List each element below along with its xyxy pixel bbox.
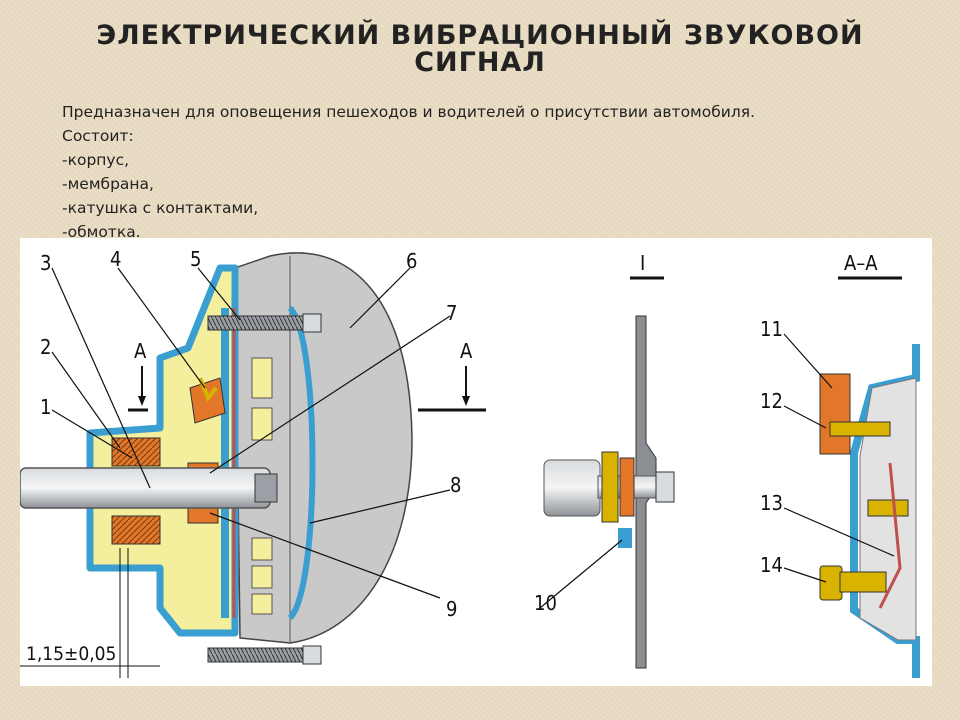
- description-item-housing: -корпус,: [62, 151, 130, 169]
- label-2: 2: [40, 335, 51, 359]
- label-view-aa: А–А: [844, 251, 878, 275]
- label-3: 3: [40, 251, 51, 275]
- description: Предназначен для оповещения пешеходов и …: [62, 100, 922, 244]
- leader-lines: [51, 267, 451, 599]
- section-view-aa: А–А 11 12 13 14: [760, 251, 920, 678]
- slide-title: ЭЛЕКТРИЧЕСКИЙ ВИБРАЦИОННЫЙ ЗВУКОВОЙ СИГН…: [96, 20, 864, 78]
- label-4: 4: [110, 247, 121, 271]
- resonator-plate: [287, 305, 316, 621]
- label-12: 12: [760, 389, 783, 413]
- horn-diagram-svg: 1 2 3 4 5 6 7 8 9 А А 1,15±0,05 I 10 А–А: [20, 247, 920, 678]
- description-item-coil: -катушка с контактами,: [62, 199, 259, 217]
- resonator-ribs: [251, 357, 273, 615]
- bolt-bottom: [207, 647, 304, 663]
- label-11: 11: [760, 317, 783, 341]
- label-6: 6: [406, 249, 417, 273]
- description-purpose: Предназначен для оповещения пешеходов и …: [62, 103, 756, 121]
- label-8: 8: [450, 473, 461, 497]
- label-5: 5: [190, 247, 201, 271]
- label-10: 10: [534, 591, 557, 615]
- resonator-shell: [234, 252, 413, 644]
- description-item-winding: -обмотка.: [62, 223, 141, 241]
- description-consists: Состоит:: [62, 127, 134, 145]
- label-dimension: 1,15±0,05: [26, 643, 116, 665]
- label-section-a-left: А: [134, 339, 147, 363]
- label-view-i: I: [640, 251, 645, 275]
- bolt-top: [207, 315, 304, 331]
- label-9: 9: [446, 597, 457, 621]
- coil-bottom: [111, 515, 161, 545]
- main-assembly: 1 2 3 4 5 6 7 8 9 А А 1,15±0,05: [20, 247, 486, 678]
- label-14: 14: [760, 553, 783, 577]
- label-7: 7: [446, 301, 457, 325]
- label-13: 13: [760, 491, 783, 515]
- horn-diagram: 1 2 3 4 5 6 7 8 9 А А 1,15±0,05 I 10 А–А: [20, 238, 932, 686]
- shaft: [20, 467, 271, 509]
- label-1: 1: [40, 395, 51, 419]
- label-section-a-right: А: [460, 339, 473, 363]
- description-item-membrane: -мембрана,: [62, 175, 154, 193]
- coil-top: [111, 437, 161, 467]
- detail-view-i: I 10: [534, 251, 675, 669]
